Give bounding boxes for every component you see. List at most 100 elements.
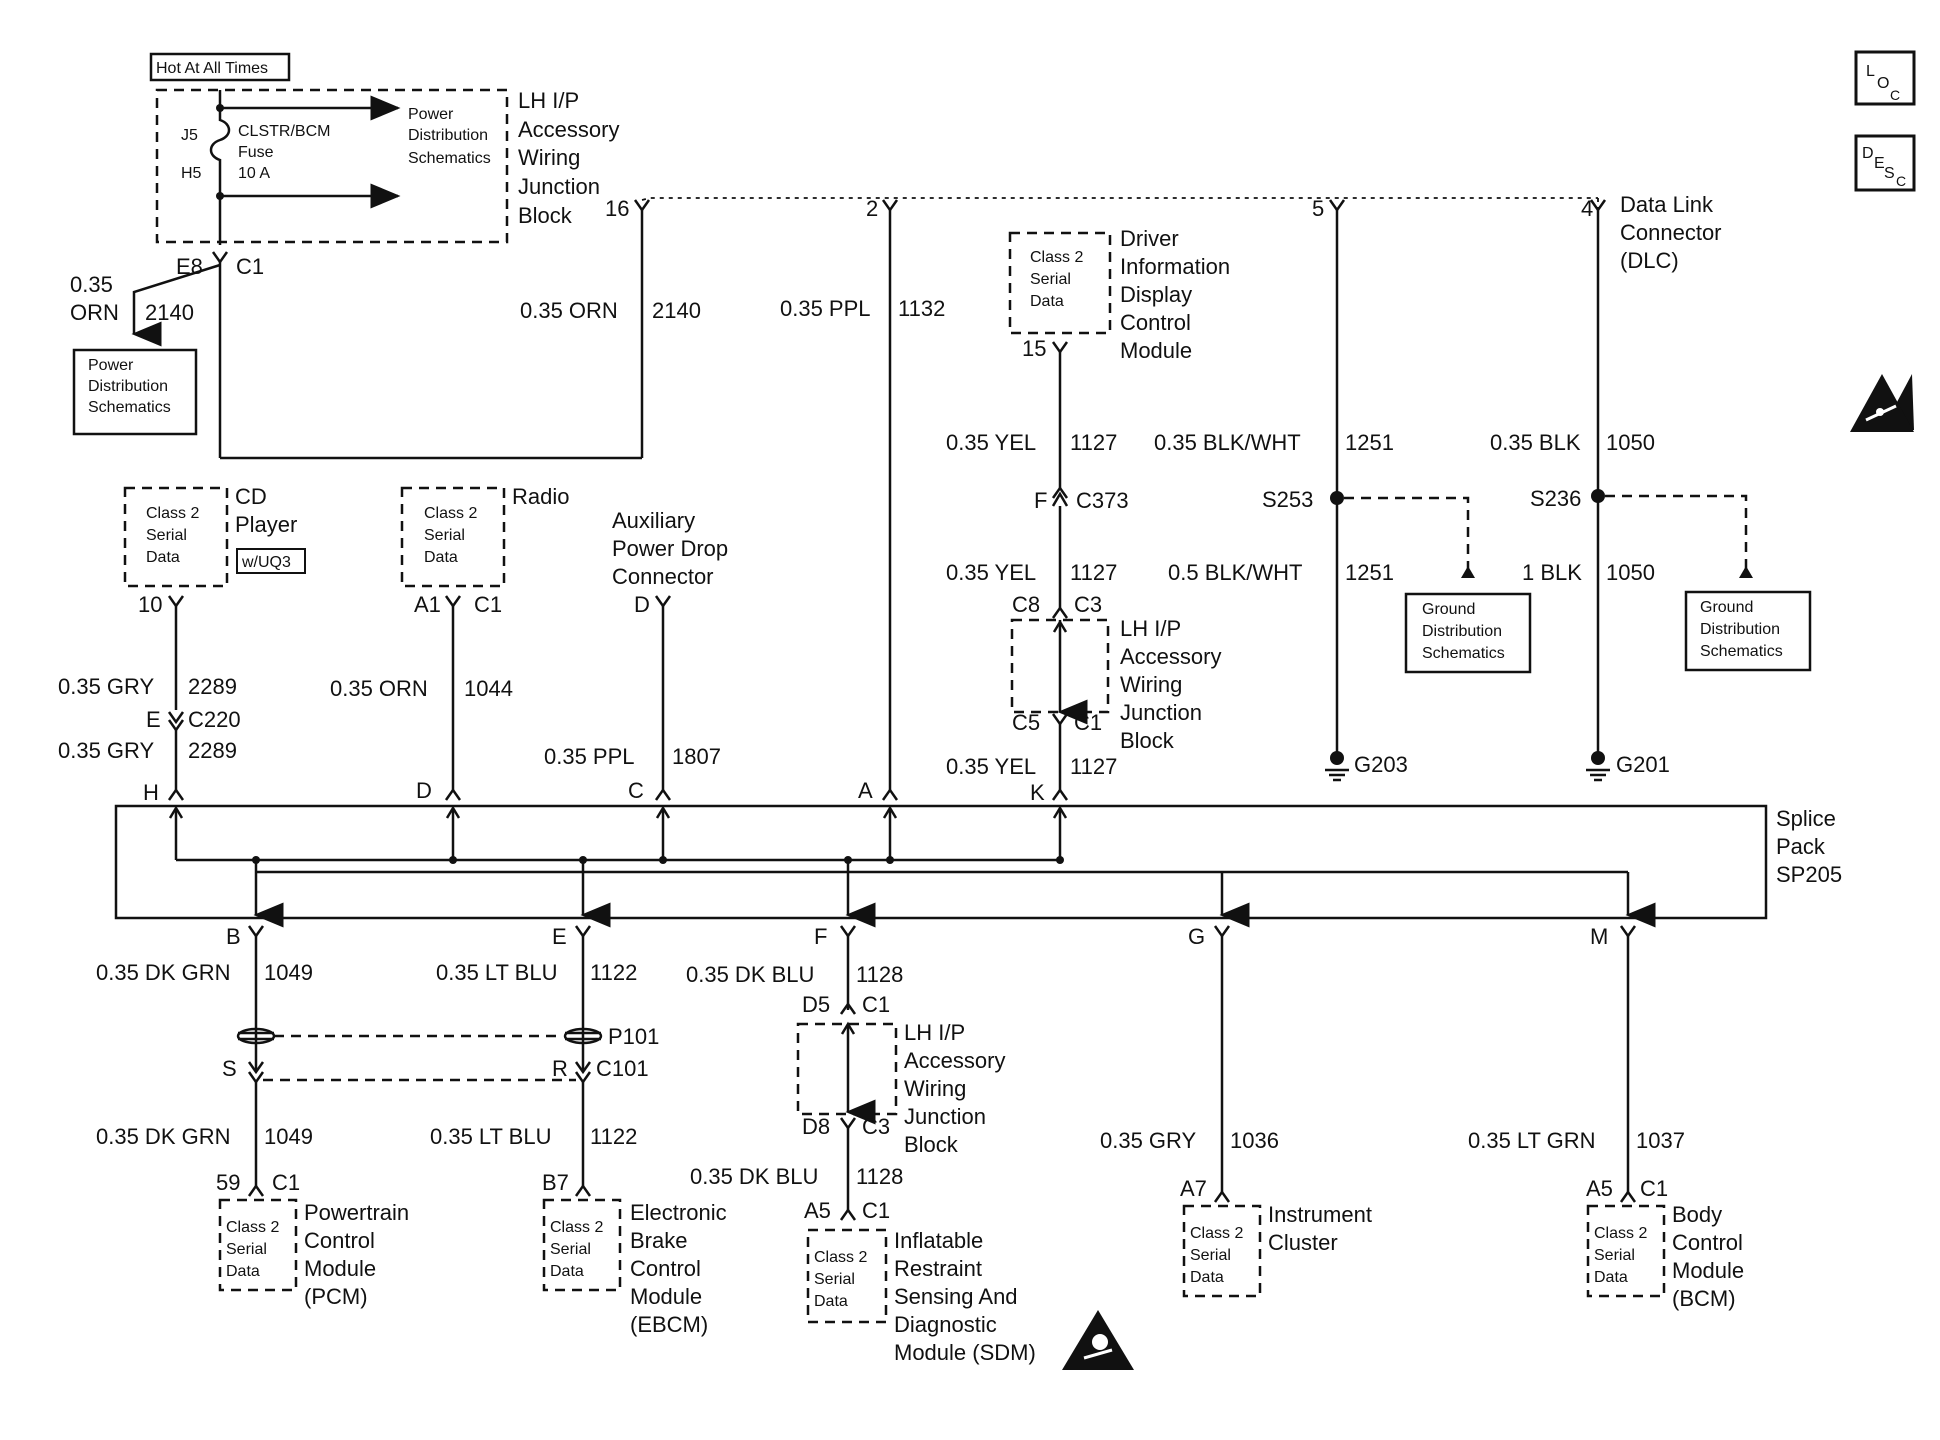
svg-text:0.35 PPL: 0.35 PPL	[544, 744, 635, 769]
driver-info-display-module[interactable]: Class 2 Serial Data Driver Information D…	[1008, 226, 1230, 363]
svg-text:S: S	[222, 1056, 237, 1081]
svg-text:Accessory: Accessory	[518, 117, 619, 142]
svg-text:Wiring: Wiring	[904, 1076, 966, 1101]
svg-text:Control: Control	[1672, 1230, 1743, 1255]
svg-text:0.35 LT GRN: 0.35 LT GRN	[1468, 1128, 1596, 1153]
svg-text:Serial: Serial	[550, 1241, 591, 1258]
svg-text:C8: C8	[1012, 592, 1040, 617]
svg-text:Serial: Serial	[424, 527, 465, 544]
ground-ref-box-1[interactable]: Ground Distribution Schematics	[1404, 592, 1532, 674]
svg-text:Information: Information	[1120, 254, 1230, 279]
svg-text:Serial: Serial	[1190, 1247, 1231, 1264]
svg-text:H: H	[143, 780, 159, 805]
svg-text:G201: G201	[1616, 752, 1670, 777]
inflatable-restraint-module[interactable]: Class 2 Serial Data Inflatable Restraint…	[806, 1228, 1036, 1365]
svg-text:0.35 BLK/WHT: 0.35 BLK/WHT	[1154, 430, 1301, 455]
svg-text:Junction: Junction	[1120, 700, 1202, 725]
svg-text:S253: S253	[1262, 487, 1313, 512]
svg-text:0.35 ORN: 0.35 ORN	[520, 298, 618, 323]
sdm-circuit: 0.35 DK BLU 1128 D5 C1 LH I/P Accessory …	[686, 925, 1005, 1223]
svg-text:16: 16	[605, 196, 629, 221]
svg-text:A1: A1	[414, 592, 441, 617]
svg-text:LH I/P: LH I/P	[904, 1020, 965, 1045]
svg-text:Serial: Serial	[1594, 1247, 1635, 1264]
svg-text:(BCM): (BCM)	[1672, 1286, 1736, 1311]
electronic-brake-control-module[interactable]: Class 2 Serial Data Electronic Brake Con…	[542, 1198, 727, 1337]
svg-text:Serial: Serial	[1030, 271, 1071, 288]
svg-text:Power Drop: Power Drop	[612, 536, 728, 561]
svg-text:Restraint: Restraint	[894, 1256, 982, 1281]
svg-text:0.35 LT BLU: 0.35 LT BLU	[436, 960, 557, 985]
powertrain-control-module[interactable]: Class 2 Serial Data Powertrain Control M…	[218, 1198, 409, 1309]
svg-text:H5: H5	[181, 165, 202, 182]
svg-text:0.35 GRY: 0.35 GRY	[58, 738, 155, 763]
svg-text:0.35 YEL: 0.35 YEL	[946, 560, 1036, 585]
ebcm-circuit: 0.35 LT BLU 1122 P101 R C101 0.35 LT BLU…	[430, 925, 659, 1197]
svg-text:Control: Control	[1120, 310, 1191, 335]
svg-text:C373: C373	[1076, 488, 1129, 513]
svg-text:Splice: Splice	[1776, 806, 1836, 831]
svg-text:F: F	[814, 924, 827, 949]
svg-text:S236: S236	[1530, 486, 1581, 511]
svg-text:CD: CD	[235, 484, 267, 509]
svg-text:0.5 BLK/WHT: 0.5 BLK/WHT	[1168, 560, 1302, 585]
svg-text:1037: 1037	[1636, 1128, 1685, 1153]
svg-text:1049: 1049	[264, 960, 313, 985]
svg-text:Class 2: Class 2	[550, 1219, 603, 1236]
radio-module[interactable]: Class 2 Serial Data Radio A1 C1	[400, 484, 569, 617]
bcm-circuit: 0.35 LT GRN 1037 A5 C1	[1468, 925, 1685, 1203]
svg-text:1044: 1044	[464, 676, 513, 701]
svg-text:1036: 1036	[1230, 1128, 1279, 1153]
svg-text:Powertrain: Powertrain	[304, 1200, 409, 1225]
svg-text:Accessory: Accessory	[1120, 644, 1221, 669]
svg-text:(PCM): (PCM)	[304, 1284, 368, 1309]
svg-text:1127: 1127	[1070, 560, 1117, 585]
description-view-icon[interactable]: D E S C	[1854, 134, 1916, 192]
wire-1132: 0.35 PPL 1132	[780, 210, 945, 790]
cd-player-module[interactable]: Class 2 Serial Data CD Player w/UQ3 10	[123, 484, 306, 617]
svg-text:P101: P101	[608, 1024, 659, 1049]
svg-text:(DLC): (DLC)	[1620, 248, 1679, 273]
svg-text:Data: Data	[814, 1293, 848, 1310]
svg-text:Brake: Brake	[630, 1228, 687, 1253]
svg-text:2289: 2289	[188, 738, 237, 763]
svg-text:C1: C1	[1074, 710, 1102, 735]
ipc-circuit: 0.35 GRY 1036 A7	[1100, 925, 1279, 1203]
svg-text:Data: Data	[1594, 1269, 1628, 1286]
svg-text:D8: D8	[802, 1114, 830, 1139]
power-distribution-ref-box[interactable]: Power Distribution Schematics	[72, 348, 198, 436]
svg-text:Ground: Ground	[1422, 601, 1475, 618]
svg-text:Junction: Junction	[904, 1104, 986, 1129]
svg-text:C: C	[1896, 173, 1906, 189]
svg-text:Inflatable: Inflatable	[894, 1228, 983, 1253]
svg-text:Pack: Pack	[1776, 834, 1826, 859]
body-control-module[interactable]: Class 2 Serial Data Body Control Module …	[1586, 1202, 1744, 1311]
svg-text:Body: Body	[1672, 1202, 1722, 1227]
svg-text:C1: C1	[1640, 1176, 1668, 1201]
auxiliary-power-drop: Auxiliary Power Drop Connector D 0.35 PP…	[544, 508, 873, 803]
svg-text:Distribution: Distribution	[88, 378, 168, 395]
svg-text:Instrument: Instrument	[1268, 1202, 1372, 1227]
location-view-icon[interactable]: L O C	[1854, 50, 1916, 106]
svg-text:Fuse: Fuse	[238, 144, 274, 161]
svg-text:Module (SDM): Module (SDM)	[894, 1340, 1036, 1365]
instrument-cluster[interactable]: Class 2 Serial Data Instrument Cluster	[1182, 1202, 1372, 1298]
svg-text:0.35 DK BLU: 0.35 DK BLU	[686, 962, 814, 987]
svg-text:1127: 1127	[1070, 754, 1117, 779]
airbag-warning-icon	[1062, 1310, 1134, 1370]
svg-text:Radio: Radio	[512, 484, 569, 509]
svg-text:Schematics: Schematics	[88, 399, 171, 416]
svg-text:Junction: Junction	[518, 174, 600, 199]
svg-text:Sensing And: Sensing And	[894, 1284, 1018, 1309]
svg-text:1807: 1807	[672, 744, 721, 769]
svg-text:Class 2: Class 2	[146, 505, 199, 522]
svg-text:Hot At All Times: Hot At All Times	[156, 60, 268, 77]
svg-text:Accessory: Accessory	[904, 1048, 1005, 1073]
ground-ref-box-2[interactable]: Ground Distribution Schematics	[1684, 590, 1812, 672]
svg-text:Module: Module	[1120, 338, 1192, 363]
svg-text:C1: C1	[474, 592, 502, 617]
svg-text:Block: Block	[904, 1132, 959, 1157]
svg-text:C1: C1	[236, 254, 264, 279]
svg-text:A5: A5	[804, 1198, 831, 1223]
